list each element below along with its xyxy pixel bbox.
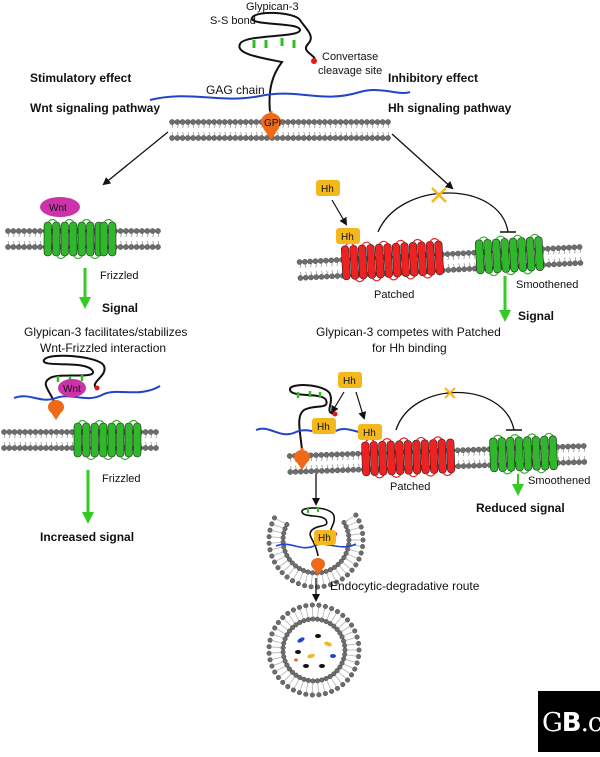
patched-receptor-1: [341, 238, 444, 282]
svg-text:Hh: Hh: [341, 232, 354, 243]
stimulatory-effect-label: Stimulatory effect: [30, 71, 131, 85]
hh-ligand-vesicle: Hh: [314, 530, 336, 545]
smoothened-label-2: Smoothened: [528, 475, 590, 487]
convertase-site: [311, 58, 317, 64]
competes-text-2: for Hh binding: [372, 341, 447, 355]
blocked-cross-1: [432, 188, 446, 202]
patched-receptor-2: [361, 436, 455, 478]
facilitates-text-2: Wnt-Frizzled interaction: [40, 341, 166, 355]
degraded-fragments: [294, 634, 336, 668]
journal-logo: GB.c: [542, 708, 600, 738]
reduced-signal-label: Reduced signal: [476, 501, 565, 515]
signal-label-1: Signal: [102, 301, 138, 315]
convertase-label-1: Convertase: [322, 51, 378, 63]
smoothened-receptor-1: [475, 234, 544, 276]
competes-text-1: Glypican-3 competes with Patched: [316, 325, 501, 339]
svg-text:Hh: Hh: [317, 422, 330, 433]
glypican-label: Glypican-3: [246, 1, 299, 13]
patched-label-2: Patched: [390, 481, 430, 493]
arrow-to-wnt: [104, 132, 168, 184]
gag-chain: [150, 90, 410, 100]
hh-pathway-label: Hh signaling pathway: [388, 101, 512, 115]
signal-label-2: Signal: [518, 309, 554, 323]
hh-ligand-bound: Hh: [336, 228, 360, 244]
hh-binding-arrow: [332, 200, 346, 224]
wnt-ligand: Wnt: [40, 197, 80, 217]
endocytic-vesicle: [267, 513, 365, 589]
svg-text:Hh: Hh: [321, 184, 334, 195]
wnt-pathway-label: Wnt signaling pathway: [30, 101, 160, 115]
arrow-to-hh: [392, 134, 452, 188]
ss-bond-label: S-S bond: [210, 15, 256, 27]
glypican-left: [14, 356, 160, 420]
frizzled-label-2: Frizzled: [102, 473, 141, 485]
frizzled-receptor-1: [44, 220, 103, 259]
lysosome: [267, 603, 361, 698]
gpi-label: GPI: [264, 118, 281, 129]
smoothened-receptor-2: [489, 433, 557, 474]
frizzled-receptor-2: [74, 421, 141, 460]
smoothened-label-1: Smoothened: [516, 279, 578, 291]
svg-text:Hh: Hh: [318, 533, 331, 544]
frizzled-label-1: Frizzled: [100, 270, 139, 282]
svg-text:Hh: Hh: [363, 428, 376, 439]
svg-text:Wnt: Wnt: [49, 203, 67, 214]
patched-label-1: Patched: [374, 289, 414, 301]
wnt-ligand-bound: Wnt: [58, 379, 86, 397]
endocytic-route-label: Endocytic-degradative route: [330, 579, 480, 593]
inhibition-arc-2: [396, 393, 514, 431]
inhibitory-effect-label: Inhibitory effect: [388, 71, 478, 85]
facilitates-text-1: Glypican-3 facilitates/stabilizes: [24, 325, 187, 339]
svg-text:Hh: Hh: [343, 376, 356, 387]
frizzled-receptor-1b: [100, 220, 116, 257]
increased-signal-label: Increased signal: [40, 530, 134, 544]
hh-ligand-top: Hh: [338, 372, 362, 388]
gag-chain-label: GAG chain: [206, 83, 265, 97]
hh-ligand-glypican: Hh: [312, 418, 336, 434]
convertase-label-2: cleavage site: [318, 65, 382, 77]
hh-ligand-free: Hh: [316, 180, 340, 196]
svg-text:Wnt: Wnt: [63, 384, 81, 395]
hh-ligand-patched: Hh: [358, 424, 382, 440]
